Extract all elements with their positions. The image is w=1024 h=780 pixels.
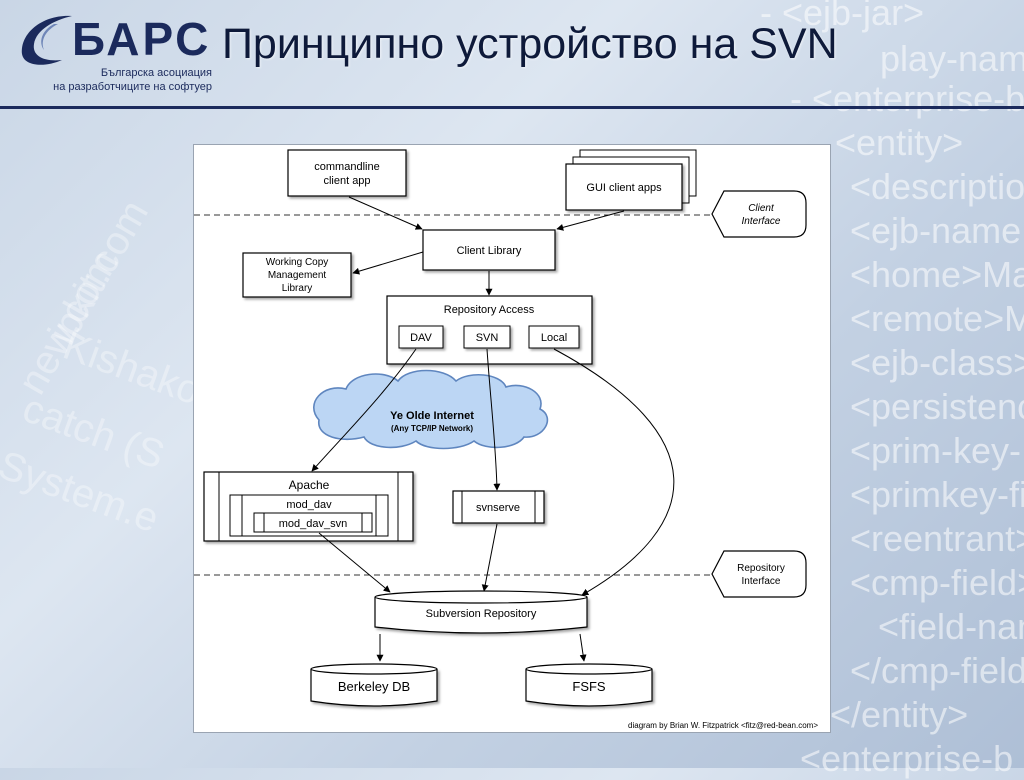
- diagram-credit: diagram by Brian W. Fitzpatrick <fitz@re…: [628, 721, 818, 730]
- working-copy-label: Library: [282, 283, 313, 294]
- mod-dav-svn-label: mod_dav_svn: [279, 518, 348, 530]
- bg-word: <enterprise-b: [800, 738, 1014, 779]
- slide-title: Принципно устройство на SVN: [222, 20, 838, 68]
- repository-interface-tag: Repository Interface: [711, 550, 807, 598]
- svnserve-label: svnserve: [476, 502, 520, 514]
- commandline-label: client app: [323, 175, 370, 187]
- bg-word: <primkey-fi: [850, 474, 1024, 515]
- header-divider: [0, 106, 1024, 109]
- repository-access-box: Repository Access DAV SVN Local: [386, 295, 593, 365]
- logo-subtitle-line: Българска асоциация: [100, 67, 212, 79]
- logo-subtitle-line: на разработчиците на софтуер: [53, 81, 212, 93]
- gui-client-apps-box: GUI client apps: [565, 149, 697, 211]
- svn-label: SVN: [476, 332, 499, 344]
- commandline-label: commandline: [314, 161, 379, 173]
- svn-box: [463, 325, 511, 349]
- apache-box: Apache mod_dav mod_dav_svn: [203, 471, 414, 542]
- bg-word: - <ejb-jar>: [760, 0, 925, 33]
- bg-word: - <enterprise-b: [790, 78, 1024, 119]
- bg-word: </entity>: [830, 694, 969, 735]
- berkeley-db-cylinder: Berkeley DB: [310, 663, 438, 707]
- mod-dav-label: mod_dav: [286, 499, 332, 511]
- client-interface-label: Client: [748, 203, 775, 214]
- bg-word: <prim-key-: [850, 430, 1022, 471]
- bg-word: <descriptio: [850, 166, 1024, 207]
- arrow-svnserve-to-repository: [481, 523, 498, 592]
- commandline-client-box: commandline client app: [287, 149, 407, 197]
- bg-word: <ejb-name: [850, 210, 1022, 251]
- bg-word: <reentrant>: [850, 518, 1024, 559]
- arrow-gui-to-library: [556, 210, 625, 231]
- subversion-repository-label: Subversion Repository: [426, 608, 537, 620]
- arrow-local-to-repository: [553, 348, 675, 596]
- dav-label: DAV: [410, 332, 432, 344]
- gui-client-apps-label: GUI client apps: [586, 182, 662, 194]
- logo-subtitle: Българска асоциация на разработчиците на…: [32, 66, 212, 94]
- working-copy-label: Working Copy: [266, 257, 329, 268]
- bg-word: <entity>: [835, 122, 964, 163]
- client-library-box: Client Library: [422, 229, 556, 271]
- diagram-canvas: commandline client app GUI client apps C…: [194, 149, 818, 730]
- client-interface-label: Interface: [742, 216, 781, 227]
- arrow-svn-to-svnserve: [486, 348, 501, 491]
- repository-interface-label: Interface: [742, 576, 781, 587]
- diagram-arrows: [311, 196, 675, 662]
- internet-label: Ye Olde Internet: [390, 410, 474, 422]
- fsfs-cylinder: FSFS: [525, 663, 653, 707]
- swoosh-icon: [21, 15, 72, 65]
- internet-cloud: Ye Olde Internet (Any TCP/IP Network): [313, 369, 549, 450]
- bg-word: <remote>M: [850, 298, 1024, 339]
- slide-header: БАРС Българска асоциация на разработчици…: [0, 0, 1024, 107]
- svnserve-box: svnserve: [452, 490, 545, 524]
- bg-word: <persistenc: [850, 386, 1024, 427]
- bg-word: <ejb-class>: [850, 342, 1024, 383]
- local-label: Local: [541, 332, 567, 344]
- arrow-commandline-to-library: [348, 196, 423, 230]
- bg-word: play-nam: [880, 38, 1024, 79]
- arrow-mod-dav-svn-to-repository: [318, 532, 391, 593]
- berkeley-db-label: Berkeley DB: [338, 679, 410, 694]
- local-box: [528, 325, 580, 349]
- bg-word: <home>Ma: [850, 254, 1024, 295]
- internet-sublabel: (Any TCP/IP Network): [391, 424, 473, 433]
- subversion-repository-cylinder: Subversion Repository: [374, 590, 588, 634]
- working-copy-label: Management: [268, 270, 327, 281]
- client-library-label: Client Library: [457, 245, 522, 257]
- working-copy-library-box: Working Copy Management Library: [242, 252, 352, 298]
- bg-word: </cmp-field: [850, 650, 1024, 691]
- svn-architecture-diagram: commandline client app GUI client apps C…: [193, 144, 831, 733]
- bg-slant-word: ipkit.com: [39, 192, 157, 352]
- bg-word: <cmp-field>: [850, 562, 1024, 603]
- fsfs-label: FSFS: [572, 679, 606, 694]
- client-interface-tag: Client Interface: [711, 190, 807, 238]
- logo-wordmark: БАРС: [72, 13, 212, 65]
- bg-word: <field-nam: [878, 606, 1024, 647]
- apache-label: Apache: [289, 478, 330, 492]
- arrow-library-to-working-copy: [352, 251, 424, 275]
- arrow-dav-to-apache: [311, 348, 417, 472]
- repository-access-label: Repository Access: [444, 304, 535, 316]
- mod-dav-svn-box: [253, 512, 373, 533]
- repository-interface-label: Repository: [737, 563, 785, 574]
- arrow-repository-to-fsfs: [579, 633, 587, 662]
- dav-box: [398, 325, 444, 349]
- bars-logo: БАРС Българска асоциация на разработчици…: [10, 6, 212, 102]
